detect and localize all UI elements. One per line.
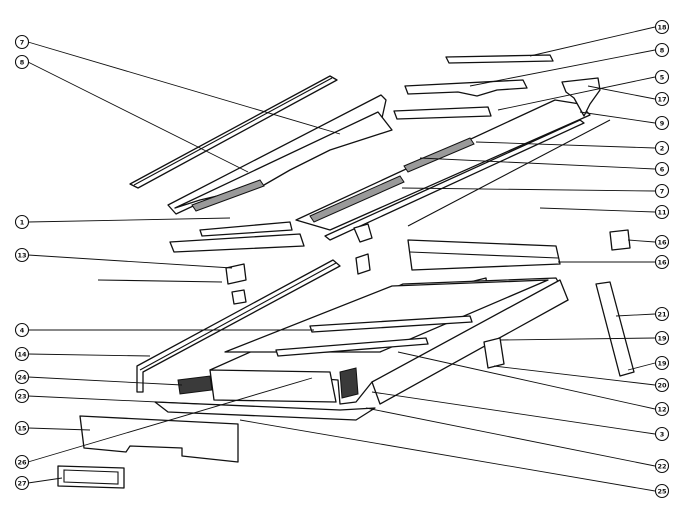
part-cap-16	[609, 229, 631, 251]
svg-text:7: 7	[20, 38, 25, 46]
callout-26: 26	[14, 454, 30, 470]
part-rail-2	[393, 106, 492, 120]
part-right-leg	[595, 281, 635, 377]
callouts-right: 18 8 5 17 9 2 6 7 11 16 16 21 19 19 20 1…	[654, 19, 670, 499]
svg-text:21: 21	[657, 310, 667, 318]
part-center-slot-b	[403, 137, 475, 173]
svg-text:17: 17	[657, 95, 666, 103]
svg-text:8: 8	[20, 58, 25, 66]
callout-23: 23	[14, 388, 30, 404]
svg-text:13: 13	[17, 251, 26, 259]
svg-text:12: 12	[657, 405, 666, 413]
callout-25: 25	[654, 483, 670, 499]
svg-text:25: 25	[657, 487, 667, 495]
callout-21: 21	[654, 306, 670, 322]
part-long-angle-rod	[129, 75, 338, 189]
part-small-clip-b	[355, 253, 371, 275]
part-body-recess	[339, 367, 359, 399]
svg-text:19: 19	[657, 359, 667, 367]
svg-text:9: 9	[660, 119, 665, 127]
svg-text:20: 20	[657, 381, 667, 389]
svg-text:14: 14	[17, 350, 27, 358]
part-base-plate	[154, 401, 376, 421]
callout-8-r: 8	[654, 42, 670, 58]
svg-text:8: 8	[660, 46, 665, 54]
svg-text:6: 6	[660, 165, 665, 173]
part-lower-left-bracket	[169, 233, 305, 253]
svg-text:27: 27	[17, 479, 26, 487]
svg-text:2: 2	[660, 144, 665, 152]
part-long-plate-left	[167, 94, 387, 215]
part-small-frame	[57, 465, 125, 489]
svg-text:3: 3	[660, 430, 665, 438]
svg-text:4: 4	[20, 326, 25, 334]
leader-lines	[27, 26, 656, 492]
callout-24: 24	[14, 369, 30, 385]
part-long-edge-strip	[324, 119, 585, 241]
callout-19-a: 19	[654, 330, 670, 346]
callout-3: 3	[654, 426, 670, 442]
svg-text:22: 22	[657, 462, 666, 470]
callouts-left: 7 8 1 13 4 14 24 23 15 26 27	[14, 34, 30, 491]
part-small-clip-a	[353, 223, 373, 243]
callout-8: 8	[14, 54, 30, 70]
part-center-slot-a	[309, 175, 405, 223]
callout-1: 1	[14, 214, 30, 230]
svg-text:7: 7	[660, 187, 665, 195]
svg-text:15: 15	[17, 424, 27, 432]
part-leg-bracket	[483, 337, 505, 369]
part-thin-rod-11	[407, 119, 611, 227]
callout-22: 22	[654, 458, 670, 474]
svg-text:24: 24	[17, 373, 27, 381]
callout-16-a: 16	[654, 234, 670, 250]
part-left-end-block	[177, 375, 213, 395]
callout-4: 4	[14, 322, 30, 338]
callout-15: 15	[14, 420, 30, 436]
callout-7-r: 7	[654, 183, 670, 199]
svg-text:18: 18	[657, 23, 667, 31]
part-small-tab-a	[225, 263, 247, 285]
svg-text:23: 23	[17, 392, 26, 400]
svg-text:11: 11	[657, 208, 667, 216]
callout-9: 9	[654, 115, 670, 131]
part-long-side-rail	[136, 259, 341, 393]
svg-text:26: 26	[17, 458, 27, 466]
callout-2: 2	[654, 140, 670, 156]
callout-12: 12	[654, 401, 670, 417]
part-left-end	[209, 369, 337, 403]
callout-14: 14	[14, 346, 30, 362]
part-corner-bracket	[561, 77, 601, 117]
part-upper-left-bracket	[199, 221, 293, 237]
part-thin-rod-13	[97, 279, 223, 283]
callout-16-b: 16	[654, 254, 670, 270]
part-upper-bracket	[404, 79, 528, 97]
svg-text:16: 16	[657, 258, 667, 266]
parts	[57, 54, 635, 489]
part-right-side-wall	[371, 279, 569, 405]
callout-17: 17	[654, 91, 670, 107]
part-cross-member-2	[275, 337, 429, 357]
svg-text:1: 1	[20, 218, 25, 226]
callout-5: 5	[654, 69, 670, 85]
svg-text:16: 16	[657, 238, 667, 246]
callout-20: 20	[654, 377, 670, 393]
part-small-tab-b	[231, 289, 247, 305]
callout-18: 18	[654, 19, 670, 35]
callout-6: 6	[654, 161, 670, 177]
callout-7: 7	[14, 34, 30, 50]
svg-text:5: 5	[660, 73, 665, 81]
part-bottom-panel	[79, 415, 239, 463]
callout-11: 11	[654, 204, 670, 220]
part-top-strip	[445, 54, 554, 64]
callout-19-b: 19	[654, 355, 670, 371]
part-plate-slot	[191, 179, 265, 212]
callout-27: 27	[14, 475, 30, 491]
svg-text:19: 19	[657, 334, 667, 342]
part-plate-panel	[174, 111, 393, 209]
callout-13: 13	[14, 247, 30, 263]
